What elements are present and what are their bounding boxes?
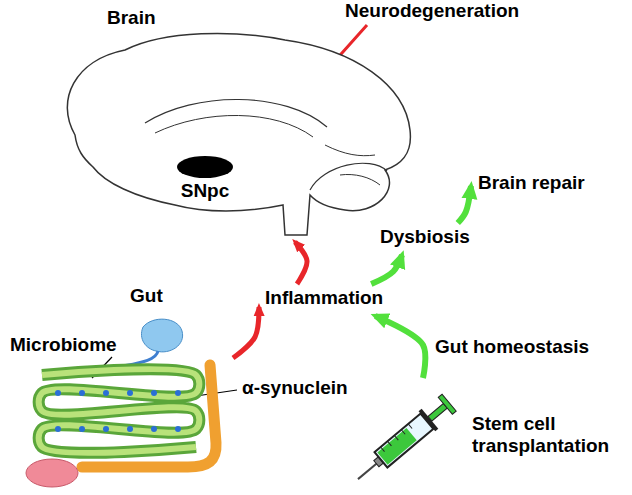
node-label: Neurodegeneration	[345, 0, 519, 22]
liquid	[377, 428, 416, 465]
edge-label: Gut homeostasis	[433, 336, 591, 358]
arrow-connector	[233, 307, 259, 358]
synuclein-dot	[79, 426, 85, 432]
part-label: Microbiome	[8, 334, 119, 356]
corpus-callosum	[145, 99, 327, 127]
drawing-part	[350, 393, 458, 489]
small-intestine	[39, 369, 200, 453]
sulcus-line	[155, 115, 313, 137]
gut-drawing	[18, 283, 233, 490]
node-label: Gut	[130, 285, 163, 307]
cerebellum-folia	[325, 145, 380, 185]
node-label: SNpc	[175, 180, 235, 202]
arrow-connector	[295, 242, 307, 284]
text-node: Dysbiosis	[380, 226, 470, 248]
arrow-connector	[375, 316, 425, 378]
scale-tick	[394, 435, 398, 440]
brain-contour	[67, 33, 410, 235]
text-node: Brain repair	[478, 172, 585, 194]
synuclein-dot	[103, 426, 109, 432]
arrow-connector	[371, 255, 402, 284]
snpc-ellipse	[177, 156, 233, 178]
synuclein-dot	[55, 426, 61, 432]
snpc-shape	[175, 155, 235, 179]
gut-illustration: Gut	[18, 283, 233, 490]
barrel	[375, 414, 434, 468]
text-node: Inflammation	[265, 287, 383, 309]
synuclein-dot	[151, 426, 157, 432]
cerebellum-line	[310, 163, 387, 190]
node-label: Brain	[107, 7, 156, 29]
synuclein-dot	[127, 390, 133, 396]
brain-drawing	[55, 5, 420, 235]
synuclein-dot	[175, 426, 181, 432]
arrow-connector	[458, 186, 471, 223]
rectum	[26, 459, 78, 487]
synuclein-dot	[151, 390, 157, 396]
snpc-region: SNpc	[175, 155, 235, 202]
scale-tick	[408, 424, 412, 429]
syringe-node: Stem cell transplantation	[345, 380, 630, 492]
scale-tick	[401, 430, 405, 435]
brain-outline: BrainSNpc	[55, 5, 420, 235]
node-label: Inflammation	[265, 287, 383, 309]
stomach	[141, 319, 182, 352]
synuclein-dot	[127, 426, 133, 432]
synuclein-dot	[55, 390, 61, 396]
node-label: Stem cell transplantation	[472, 413, 622, 457]
synuclein-dot	[175, 390, 181, 396]
scale-tick	[381, 447, 385, 452]
synuclein-dot	[79, 390, 85, 396]
plunger-rod	[428, 404, 447, 421]
node-label: Brain repair	[478, 172, 585, 194]
part-label: α-synuclein	[240, 377, 350, 399]
intestine-lumen	[39, 369, 200, 453]
synuclein-dot	[103, 390, 109, 396]
syringe-icon	[345, 380, 475, 492]
needle	[358, 462, 378, 479]
plunger-thumb	[438, 394, 456, 414]
scale-tick	[388, 441, 392, 446]
node-label: Dysbiosis	[380, 226, 470, 248]
text-node: Neurodegeneration	[345, 0, 519, 22]
